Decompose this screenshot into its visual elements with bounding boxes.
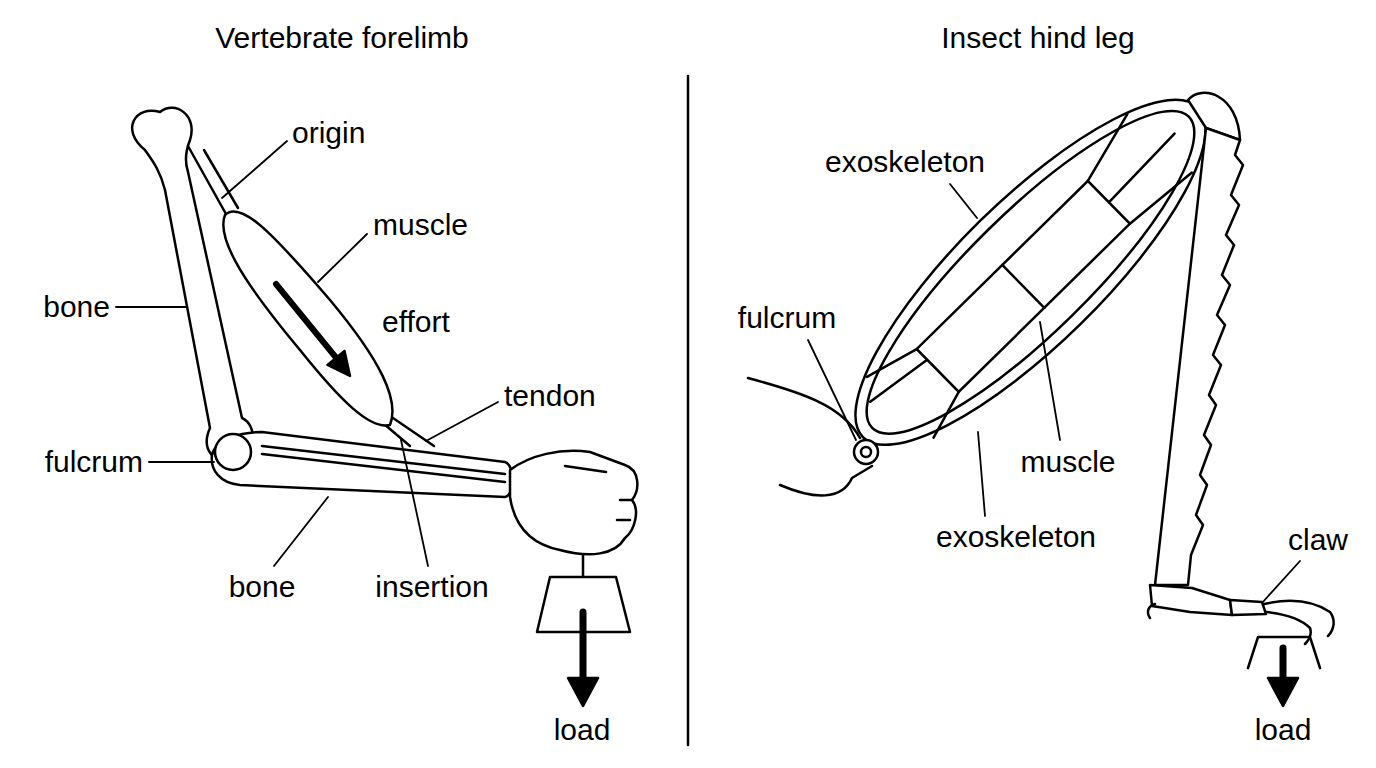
upper-arm-bone: [132, 108, 253, 463]
leader-line: [978, 432, 985, 516]
femur-muscle: [917, 181, 1130, 392]
leader-line: [318, 234, 367, 282]
part-label: effort: [382, 305, 450, 339]
part-label: exoskeleton: [936, 520, 1096, 554]
biceps-muscle: [223, 211, 392, 425]
part-label: muscle: [1020, 445, 1115, 479]
forearm-bone-line: [262, 446, 505, 482]
fulcrum-joint: [854, 440, 878, 464]
tarsal-spur: [1148, 604, 1155, 618]
tarsus-segment: [1230, 600, 1266, 615]
load-arrowhead: [568, 678, 598, 706]
forearm-bone: [212, 432, 513, 497]
fulcrum-pin: [861, 447, 871, 457]
femur-exoskeleton-inner: [830, 74, 1231, 471]
part-label: insertion: [375, 570, 488, 604]
leader-line: [808, 340, 856, 440]
leader-line: [116, 306, 186, 308]
leader-line: [1262, 561, 1300, 603]
part-label: fulcrum: [45, 445, 143, 479]
panel-divider: [687, 76, 690, 745]
panel-title: Insect hind leg: [941, 21, 1134, 55]
thumb-line: [565, 466, 632, 520]
muscle-division: [1002, 265, 1044, 308]
fist: [510, 451, 637, 554]
part-label: claw: [1288, 523, 1348, 557]
leader-line: [149, 461, 214, 463]
part-label: fulcrum: [738, 301, 836, 335]
part-label: bone: [43, 290, 110, 324]
leader-line: [274, 497, 328, 566]
tarsus: [1150, 585, 1232, 615]
part-label: origin: [292, 116, 365, 150]
panel-title: Vertebrate forelimb: [215, 21, 468, 55]
load-arrow: [580, 612, 587, 682]
leader-line: [1040, 322, 1060, 440]
load-arrowhead: [1268, 678, 1298, 706]
part-label: exoskeleton: [825, 145, 985, 179]
part-label: muscle: [373, 208, 468, 242]
force-label: load: [1255, 713, 1312, 747]
leader-line: [222, 141, 287, 198]
effort-arrowhead: [328, 351, 351, 376]
leader-line: [950, 184, 977, 218]
tibia: [1155, 128, 1243, 585]
force-label: load: [554, 713, 611, 747]
insect-body-outline: [748, 378, 872, 495]
load-string: [582, 555, 585, 577]
elbow-joint: [215, 434, 251, 470]
effort-arrow: [276, 284, 338, 360]
leader-line: [401, 440, 428, 566]
origin-tendon: [188, 146, 238, 214]
leader-line: [426, 402, 498, 441]
part-label: bone: [229, 570, 296, 604]
part-label: tendon: [504, 379, 596, 413]
